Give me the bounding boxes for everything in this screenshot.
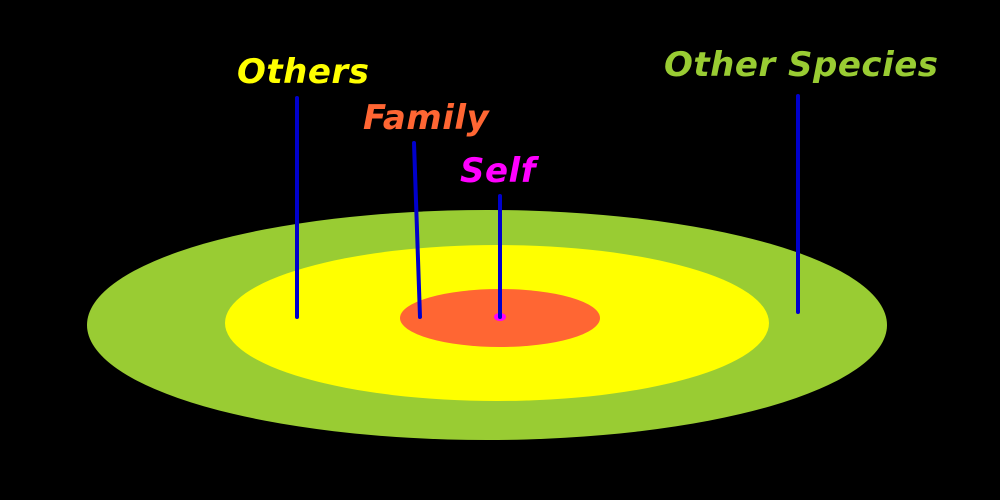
label-others: Others (237, 52, 369, 92)
label-other-species: Other Species (664, 45, 939, 85)
label-self: Self (460, 151, 540, 191)
pointer-line-family (412, 141, 422, 319)
label-family: Family (363, 98, 491, 138)
